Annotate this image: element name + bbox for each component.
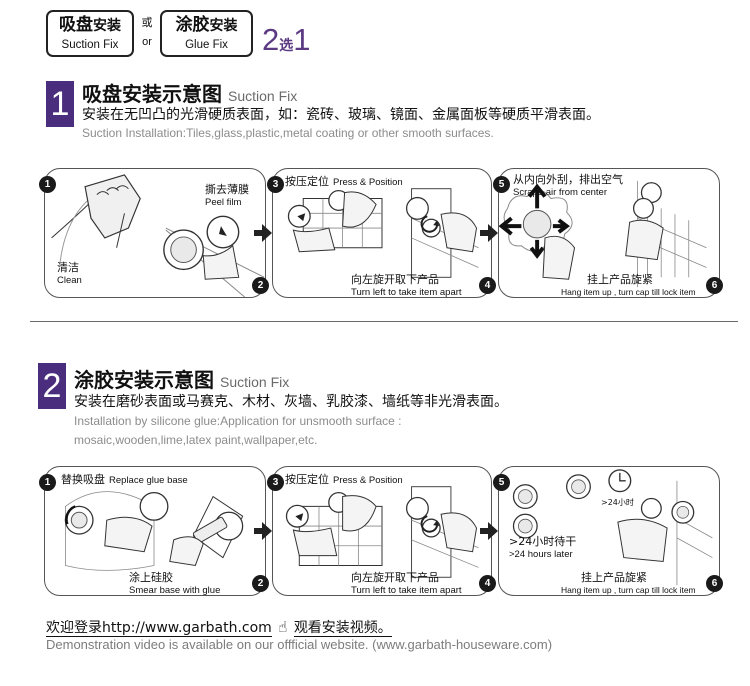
s1-step-1-en: Clean [57,274,82,287]
s1-step-5-cn: 从内向外刮，排出空气 [513,173,623,186]
s2-arrow-1-icon [262,522,272,540]
s2-step-1-badge: 1 [39,474,56,491]
section-2-title-cn: 涂胶安装示意图 [74,368,214,392]
option-b-cn-sub: 安装 [210,18,238,34]
s1-arrow-1-icon [262,224,272,242]
s2-step-6-cn: 挂上产品旋紧 [561,571,647,584]
s1-step-3-en: Press & Position [333,177,403,188]
s2-step-3-caption: 按压定位 Press & Position [285,471,403,487]
choose-post: 1 [293,22,309,57]
section-1-title-cn: 吸盘安装示意图 [82,82,222,106]
section-1-desc-en: Suction Installation:Tiles,glass,plastic… [82,124,494,143]
or-label: 或 or [137,14,157,52]
s1-step-1-caption: 清洁 Clean [57,261,82,287]
option-a-cn: 吸盘 [59,15,93,35]
s1-step-2-cn: 撕去薄膜 [205,183,249,196]
section-2-title-en: Suction Fix [220,374,289,390]
s2-step-5-caption: >24小时待干 >24 hours later [509,535,576,561]
s2-step-3-badge: 3 [267,474,284,491]
s2-panel-dry-hang: 5 >24小时 >24小时待干 >24 hours later 挂上产品旋紧 H… [498,466,720,596]
option-b-en: Glue Fix [162,37,251,54]
footer-post-text: 观看安装视频。 [294,620,392,637]
choose-pre: 2 [262,22,278,57]
option-suction-fix: 吸盘安装 Suction Fix [46,10,134,57]
footer-demo-line: Demonstration video is available on our … [46,637,552,652]
option-b-cn: 涂胶 [176,15,210,35]
s1-step-4-badge: 4 [479,277,496,294]
choose-one-label: 2选1 [262,22,310,58]
choose-mid: 选 [279,37,292,53]
or-en: or [137,33,157,52]
section-1-number: 1 [46,81,74,127]
s1-step-3-badge: 3 [267,176,284,193]
s1-step-6-en: Hang item up , turn cap till lock item [561,286,696,299]
section-1-desc-cn: 安装在无凹凸的光滑硬质表面，如：瓷砖、玻璃、镜面、金属面板等硬质平滑表面。 [82,104,600,124]
s2-step-5-cn: >24小时待干 [509,535,576,548]
s1-step-6-badge: 6 [706,277,723,294]
s2-step-4-caption: 向左旋开取下产品 Turn left to take item apart [351,571,462,597]
s1-step-1-badge: 1 [39,176,56,193]
s2-step-4-cn: 向左旋开取下产品 [351,571,439,584]
s1-panel-scrape-hang: 5 从内向外刮，排出空气 Scrape air from center 挂上产品… [498,168,720,298]
section-2-number: 2 [38,363,66,409]
s2-clock-label: >24小时 [601,496,634,509]
s1-step-3-caption: 按压定位 Press & Position [285,173,403,189]
s1-step-3-cn: 按压定位 [285,175,329,188]
s2-step-1-caption: 替换吸盘 Replace glue base [61,471,188,487]
s1-step-4-caption: 向左旋开取下产品 Turn left to take item apart [351,273,462,299]
section-divider [30,321,738,322]
s1-arrow-2-icon [488,224,498,242]
section-2-title: 涂胶安装示意图 Suction Fix [74,364,289,393]
option-a-cn-sub: 安装 [93,18,121,34]
s2-step-5-en: >24 hours later [509,548,576,561]
s2-step-3-en: Press & Position [333,475,403,486]
s1-step-2-badge: 2 [252,277,269,294]
option-a-en: Suction Fix [48,37,132,54]
s1-step-1-cn: 清洁 [57,261,79,274]
s2-step-6-caption: 挂上产品旋紧 Hang item up , turn cap till lock… [561,571,696,597]
s1-step-4-cn: 向左旋开取下产品 [351,273,439,286]
s2-step-2-cn: 涂上硅胶 [129,571,173,584]
footer-url-link[interactable]: http://www.garbath.com [102,620,272,637]
s2-step-1-en: Replace glue base [109,475,188,486]
footer-pre-text: 欢迎登录 [46,620,102,637]
s1-step-5-en: Scrape air from center [513,186,623,199]
s2-step-4-badge: 4 [479,575,496,592]
footer-video-line: 欢迎登录http://www.garbath.com☝观看安装视频。 [46,617,392,637]
s1-step-6-caption: 挂上产品旋紧 Hang item up , turn cap till lock… [561,273,696,299]
hand-cursor-icon: ☝ [272,618,294,636]
s2-step-5-badge: 5 [493,474,510,491]
section-2-desc-en-1: Installation by silicone glue:Applicatio… [74,412,402,431]
option-glue-fix: 涂胶安装 Glue Fix [160,10,253,57]
section-2-desc-cn: 安装在磨砂表面或马赛克、木材、灰墙、乳胶漆、墙纸等非光滑表面。 [74,391,508,411]
s1-step-2-en: Peel film [205,196,249,209]
s2-step-4-en: Turn left to take item apart [351,584,462,597]
or-cn: 或 [137,14,157,33]
s2-step-2-badge: 2 [252,575,269,592]
s1-step-2-caption: 撕去薄膜 Peel film [205,183,249,209]
s2-step-6-en: Hang item up , turn cap till lock item [561,584,696,597]
section-1-title-en: Suction Fix [228,88,297,104]
s1-step-5-badge: 5 [493,176,510,193]
s1-step-5-caption: 从内向外刮，排出空气 Scrape air from center [513,173,623,199]
s2-step-3-cn: 按压定位 [285,473,329,486]
s1-step-6-cn: 挂上产品旋紧 [561,273,653,286]
section-1-title: 吸盘安装示意图 Suction Fix [82,78,297,107]
s2-arrow-2-icon [488,522,498,540]
s1-step-4-en: Turn left to take item apart [351,286,462,299]
s2-step-2-caption: 涂上硅胶 Smear base with glue [129,571,220,597]
s2-step-2-en: Smear base with glue [129,584,220,597]
s2-step-1-cn: 替换吸盘 [61,473,105,486]
section-2-desc-en-2: mosaic,wooden,lime,latex paint,wallpaper… [74,431,317,450]
s2-step-6-badge: 6 [706,575,723,592]
s1-panel-clean-peel: 1 清洁 Clean 撕去薄膜 Peel film 2 [44,168,266,298]
